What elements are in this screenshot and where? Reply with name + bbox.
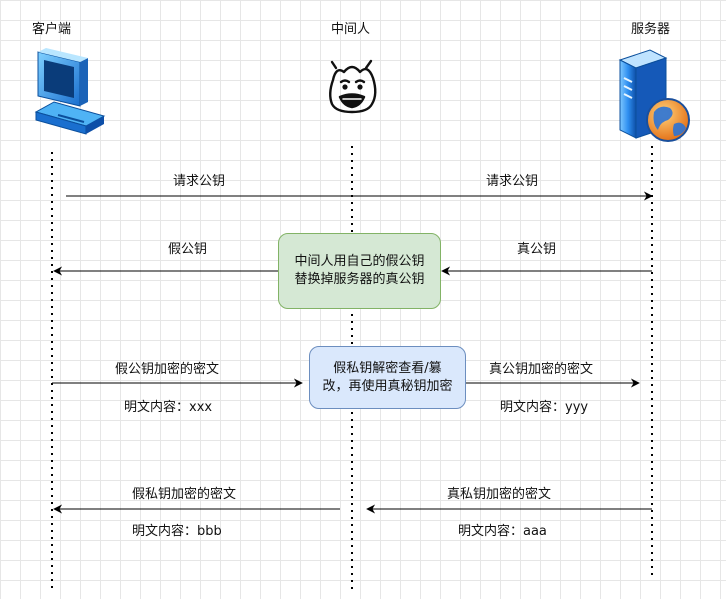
- msg-fake-pub-cipher: 假公钥加密的密文: [115, 362, 220, 377]
- note-key-replacement-line2: 替换掉服务器的真公钥: [294, 272, 425, 287]
- note-decrypt-reencrypt-line1: 假私钥解密查看/篡: [333, 360, 442, 376]
- note-decrypt-reencrypt-line2: 改，再使用真秘钥加密: [322, 378, 453, 394]
- mitm-label: 中间人: [331, 22, 371, 37]
- msg-plain-yyy: 明文内容：yyy: [500, 400, 589, 415]
- web-server-icon: [618, 49, 690, 142]
- msg-fake-pubkey: 假公钥: [168, 242, 208, 257]
- desktop-computer-icon: [34, 48, 106, 135]
- server-label: 服务器: [631, 22, 671, 37]
- msg-plain-xxx: 明文内容：xxx: [124, 400, 213, 415]
- troll-face-icon: [329, 59, 377, 114]
- note-key-replacement-line1: 中间人用自己的假公钥: [294, 254, 425, 269]
- msg-request-pubkey-1: 请求公钥: [173, 174, 226, 189]
- note-key-replacement: 中间人用自己的假公钥 替换掉服务器的真公钥: [278, 233, 441, 309]
- msg-real-pub-cipher: 真公钥加密的密文: [489, 362, 594, 377]
- msg-real-priv-cipher: 真私钥加密的密文: [447, 487, 552, 502]
- client-label: 客户端: [32, 22, 72, 37]
- msg-real-pubkey: 真公钥: [517, 242, 557, 257]
- note-decrypt-reencrypt: 假私钥解密查看/篡 改，再使用真秘钥加密: [309, 346, 466, 409]
- msg-fake-priv-cipher: 假私钥加密的密文: [132, 487, 237, 502]
- msg-request-pubkey-2: 请求公钥: [486, 174, 539, 189]
- msg-plain-bbb: 明文内容：bbb: [132, 524, 222, 539]
- msg-plain-aaa: 明文内容：aaa: [458, 524, 547, 539]
